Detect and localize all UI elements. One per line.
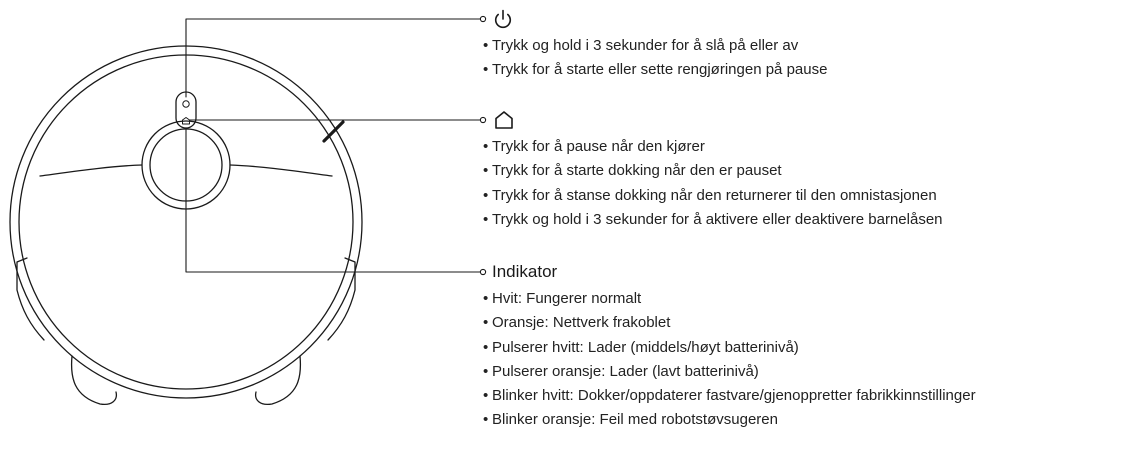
list-item: •Blinker oransje: Feil med robotstøvsuge… [483,411,778,429]
right-wheel-bulge [254,355,302,406]
bumper-seam-left [39,164,143,177]
indicator-title: Indikator [492,262,558,281]
home-icon [493,110,515,130]
leader-line-power [185,18,481,98]
list-item: •Oransje: Nettverk frakoblet [483,314,671,332]
leader-end-power [479,15,487,23]
left-wheel-bulge [70,355,118,406]
list-item: •Blinker hvitt: Dokker/oppdaterer fastva… [483,387,976,405]
list-item: •Trykk for å pause når den kjører [483,138,705,155]
right-bumper [327,257,356,341]
power-callout-header [483,4,827,34]
power-callout: •Trykk og hold i 3 sekunder for å slå på… [483,4,827,83]
indicator-callout-header: Indikator [483,257,976,287]
side-brush-arm [322,120,345,143]
list-item: •Trykk for å stanse dokking når den retu… [483,186,937,204]
list-item: •Trykk og hold i 3 sekunder for å slå på… [483,37,799,54]
home-callout-header [483,105,943,135]
list-item: •Trykk for å starte eller sette rengjøri… [483,61,828,79]
list-item: •Pulserer oransje: Lader (lavt batterini… [483,362,759,380]
power-icon [493,8,513,30]
home-bullet-list: •Trykk for å pause når den kjører •Trykk… [483,135,943,232]
home-callout: •Trykk for å pause når den kjører •Trykk… [483,105,943,232]
leader-end-home [479,116,487,124]
indicator-callout: Indikator •Hvit: Fungerer normalt •Orans… [483,257,976,433]
list-item: •Trykk og hold i 3 sekunder for å aktive… [483,210,943,228]
bumper-seam-right [229,164,333,177]
leader-end-indicator [479,268,487,276]
indicator-bullet-list: •Hvit: Fungerer normalt •Oransje: Nettve… [483,287,976,433]
left-bumper [16,257,45,341]
power-bullet-list: •Trykk og hold i 3 sekunder for å slå på… [483,34,827,83]
leader-line-indicator [185,127,481,273]
home-button-icon[interactable] [182,117,190,125]
list-item: •Trykk for å starte dokking når den er p… [483,162,782,180]
list-item: •Hvit: Fungerer normalt [483,290,642,307]
power-button[interactable] [182,100,190,108]
list-item: •Pulserer hvitt: Lader (middels/høyt bat… [483,338,799,356]
